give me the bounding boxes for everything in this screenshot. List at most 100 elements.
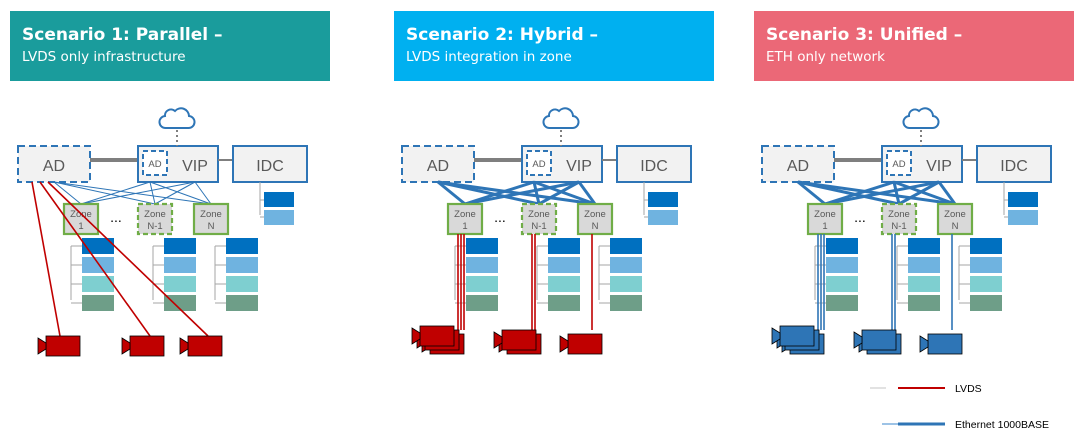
scenario-1-stack-1-block-1 <box>82 238 114 254</box>
scenario-1-ad-small-box <box>142 150 168 176</box>
scenario-2-stack-1-block-3 <box>466 276 498 292</box>
scenario-3-title: Scenario 3: Unified – <box>766 25 963 45</box>
scenario-2-cloud-icon <box>542 107 580 129</box>
scenario-1-idc-box <box>232 145 308 183</box>
scenario-3-camera-2-1-icon <box>853 329 897 351</box>
scenario-3-idc-label: IDC <box>1000 158 1028 175</box>
scenario-3-zone-n-1-label-bottom: N-1 <box>891 221 906 232</box>
scenario-2-ad-box <box>401 145 475 183</box>
scenario-3-camera-3-icon-body <box>927 333 963 355</box>
scenario-2-stack-3-block-3 <box>610 276 642 292</box>
scenario-1-camera-2-icon-lens <box>121 337 131 355</box>
scenario-3-stack-2-block-2 <box>908 257 940 273</box>
scenario-1-camera-3-icon-lens <box>179 337 189 355</box>
scenario-2-idc-label: IDC <box>640 158 668 175</box>
scenario-3-camera-1-1-icon-body <box>779 325 815 347</box>
scenario-1-stack-2-block-4 <box>164 295 196 311</box>
scenario-1-stack-3-block-2 <box>226 257 258 273</box>
scenario-2-camera-1-1-icon-body <box>419 325 455 347</box>
scenario-3-stack-1-block-3 <box>826 276 858 292</box>
scenario-2-ad-small-box <box>526 150 552 176</box>
scenario-3-camera-2-1-icon-body <box>861 329 897 351</box>
scenario-1-zone-1-label-bottom: 1 <box>78 221 83 232</box>
scenario-1-camera-2-icon <box>121 335 165 357</box>
scenario-3-cloud-icon-shape <box>902 107 940 129</box>
scenario-3-bus-line-6 <box>893 180 956 206</box>
scenario-3-zone-n <box>936 202 974 236</box>
scenario-1-bus-line-1 <box>53 181 82 205</box>
scenario-1-stack-1-block-4 <box>82 295 114 311</box>
scenario-3-stack-3-block-3 <box>970 276 1002 292</box>
scenario-1-stack-2-block-3 <box>164 276 196 292</box>
scenario-2-stack-2-block-1 <box>548 238 580 254</box>
scenario-3-dots: ... <box>854 209 866 225</box>
scenario-3-idc-box <box>976 145 1052 183</box>
scenario-1-zone-n-label-top: Zone <box>200 209 222 220</box>
scenario-2-stack-1-block-1 <box>466 238 498 254</box>
scenario-1-lvds-1 <box>31 181 61 337</box>
scenario-3-bus-line-1 <box>797 180 826 206</box>
scenario-2-stack-3-block-1 <box>610 238 642 254</box>
scenario-3-idc-bracket <box>1003 182 1008 218</box>
scenario-1-camera-1-icon-lens <box>37 337 47 355</box>
scenario-3-stack-3-block-4 <box>970 295 1002 311</box>
scenario-2-stack-2-block-4 <box>548 295 580 311</box>
scenario-2-title: Scenario 2: Hybrid – <box>406 25 599 45</box>
scenario-1-header: Scenario 1: Parallel – LVDS only infrast… <box>10 11 330 81</box>
legend-eth-label: Ethernet 1000BASE <box>955 419 1049 431</box>
scenario-2-zone-n <box>576 202 614 236</box>
scenario-1-bus-line-4 <box>80 181 151 205</box>
scenario-3-header: Scenario 3: Unified – ETH only network <box>754 11 1074 81</box>
scenario-2-bus-line-1 <box>437 180 466 206</box>
scenario-1-bus-line-7 <box>80 181 196 205</box>
scenario-2-idc-bracket <box>643 182 648 218</box>
scenario-1-camera-3-icon-body <box>187 335 223 357</box>
scenario-2-subtitle: LVDS integration in zone <box>406 49 572 65</box>
scenario-1-stack-3-block-3 <box>226 276 258 292</box>
scenario-3-camera-2-1-icon-lens <box>853 331 863 349</box>
scenario-1-idc-block-1 <box>264 192 294 207</box>
scenario-2-camera-2-1-icon-body <box>501 329 537 351</box>
scenario-2-bus-line-7 <box>464 180 580 206</box>
scenario-2-stack-1-block-4 <box>466 295 498 311</box>
scenario-3-ad-small-label: AD <box>892 159 905 170</box>
scenario-3-stack-2-block-1 <box>908 238 940 254</box>
scenario-2-zone-n-label-top: Zone <box>584 209 606 220</box>
scenario-3-stack-1-block-2 <box>826 257 858 273</box>
scenario-1-stack-2-block-2 <box>164 257 196 273</box>
scenario-3-bus-line-8 <box>898 180 940 206</box>
scenario-3-vip-label: VIP <box>926 158 952 175</box>
scenario-2-dots: ... <box>494 209 506 225</box>
scenario-3-zone-n-label-top: Zone <box>944 209 966 220</box>
scenario-3-zone-1-label-top: Zone <box>814 209 836 220</box>
scenario-1-idc-block-2 <box>264 210 294 225</box>
scenario-1-title: Scenario 1: Parallel – <box>22 25 223 45</box>
scenario-3-ad-label: AD <box>787 158 809 175</box>
scenario-3-cloud-icon <box>902 107 940 129</box>
scenario-1-bus-line-8 <box>154 181 196 205</box>
scenario-3-camera-1-1-icon-lens <box>771 327 781 345</box>
scenario-1-bus-line-2 <box>53 181 156 205</box>
scenario-3-subtitle: ETH only network <box>766 49 885 65</box>
scenario-2-camera-3-icon <box>559 333 603 355</box>
scenario-2-stack-1-block-2 <box>466 257 498 273</box>
scenario-1-dots: ... <box>110 209 122 225</box>
scenario-2-zone-1-label-bottom: 1 <box>462 221 467 232</box>
scenario-1-zone-n-1-label-top: Zone <box>144 209 166 220</box>
scenario-1-camera-2-icon-body <box>129 335 165 357</box>
scenario-2-bus-line-5 <box>532 181 541 205</box>
scenario-2-camera-1-1-icon-lens <box>411 327 421 345</box>
scenario-1-zone-1 <box>62 202 100 236</box>
scenario-1-ad-small-label: AD <box>148 159 161 170</box>
scenario-1-zone-n-label-bottom: N <box>208 221 215 232</box>
scenario-1-cloud-icon-shape <box>158 107 196 129</box>
scenario-2-camera-1-1-icon <box>411 325 455 347</box>
scenario-2-camera-2-1-icon-lens <box>493 331 503 349</box>
scenario-3-bus-line-7 <box>824 180 940 206</box>
scenario-2-header: Scenario 2: Hybrid – LVDS integration in… <box>394 11 714 81</box>
scenario-2-bus-line-9 <box>577 181 597 205</box>
scenario-3-stack-1-block-1 <box>826 238 858 254</box>
scenario-2-zone-n-1-label-bottom: N-1 <box>531 221 546 232</box>
scenario-3-zone-1 <box>806 202 844 236</box>
scenario-2-ad-small-label: AD <box>532 159 545 170</box>
